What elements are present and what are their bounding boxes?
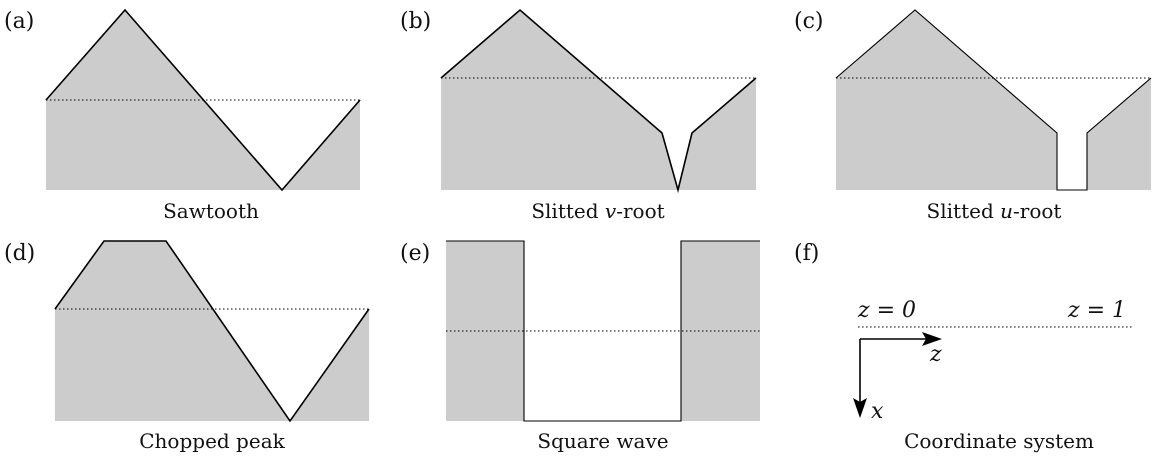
panel-a-label: (a) [4, 9, 34, 34]
panel-c: (c) Slitted u-root [794, 9, 1152, 223]
caption-f: Coordinate system [904, 429, 1094, 453]
chopped-peak-fill [55, 241, 369, 421]
square-wave-profile [446, 240, 760, 422]
panel-b-label: (b) [400, 9, 431, 34]
panel-f: (f) z = 0 z = 1 z x Coordinate system [794, 241, 1132, 453]
v-root-profile [440, 8, 757, 194]
panel-d: (d) Chopped peak [4, 240, 370, 453]
panel-c-label: (c) [794, 9, 824, 34]
panel-d-label: (d) [4, 241, 35, 266]
z-axis-arrowhead [922, 332, 942, 346]
v-root-fill [441, 10, 756, 190]
caption-a: Sawtooth [163, 199, 259, 223]
z1-label: z = 1 [1067, 298, 1126, 323]
panel-e-label: (e) [400, 241, 430, 266]
u-root-profile [835, 9, 1152, 191]
panel-e: (e) Square wave [400, 240, 760, 453]
panel-b: (b) Slitted v-root [400, 8, 757, 223]
square-wave-left-fill [446, 241, 524, 421]
caption-d: Chopped peak [139, 429, 285, 453]
z-axis-label: z [929, 342, 942, 367]
u-root-fill [836, 10, 1151, 190]
panel-a: (a) Sawtooth [4, 8, 361, 223]
caption-e: Square wave [537, 429, 668, 453]
z0-label: z = 0 [857, 298, 916, 323]
x-axis-label: x [871, 399, 884, 424]
caption-b: Slitted v-root [531, 199, 664, 223]
chopped-peak-profile [54, 240, 370, 423]
panel-f-label: (f) [794, 241, 819, 266]
x-axis-arrowhead [853, 398, 867, 418]
caption-c: Slitted u-root [927, 199, 1062, 223]
square-wave-right-fill [681, 241, 760, 421]
